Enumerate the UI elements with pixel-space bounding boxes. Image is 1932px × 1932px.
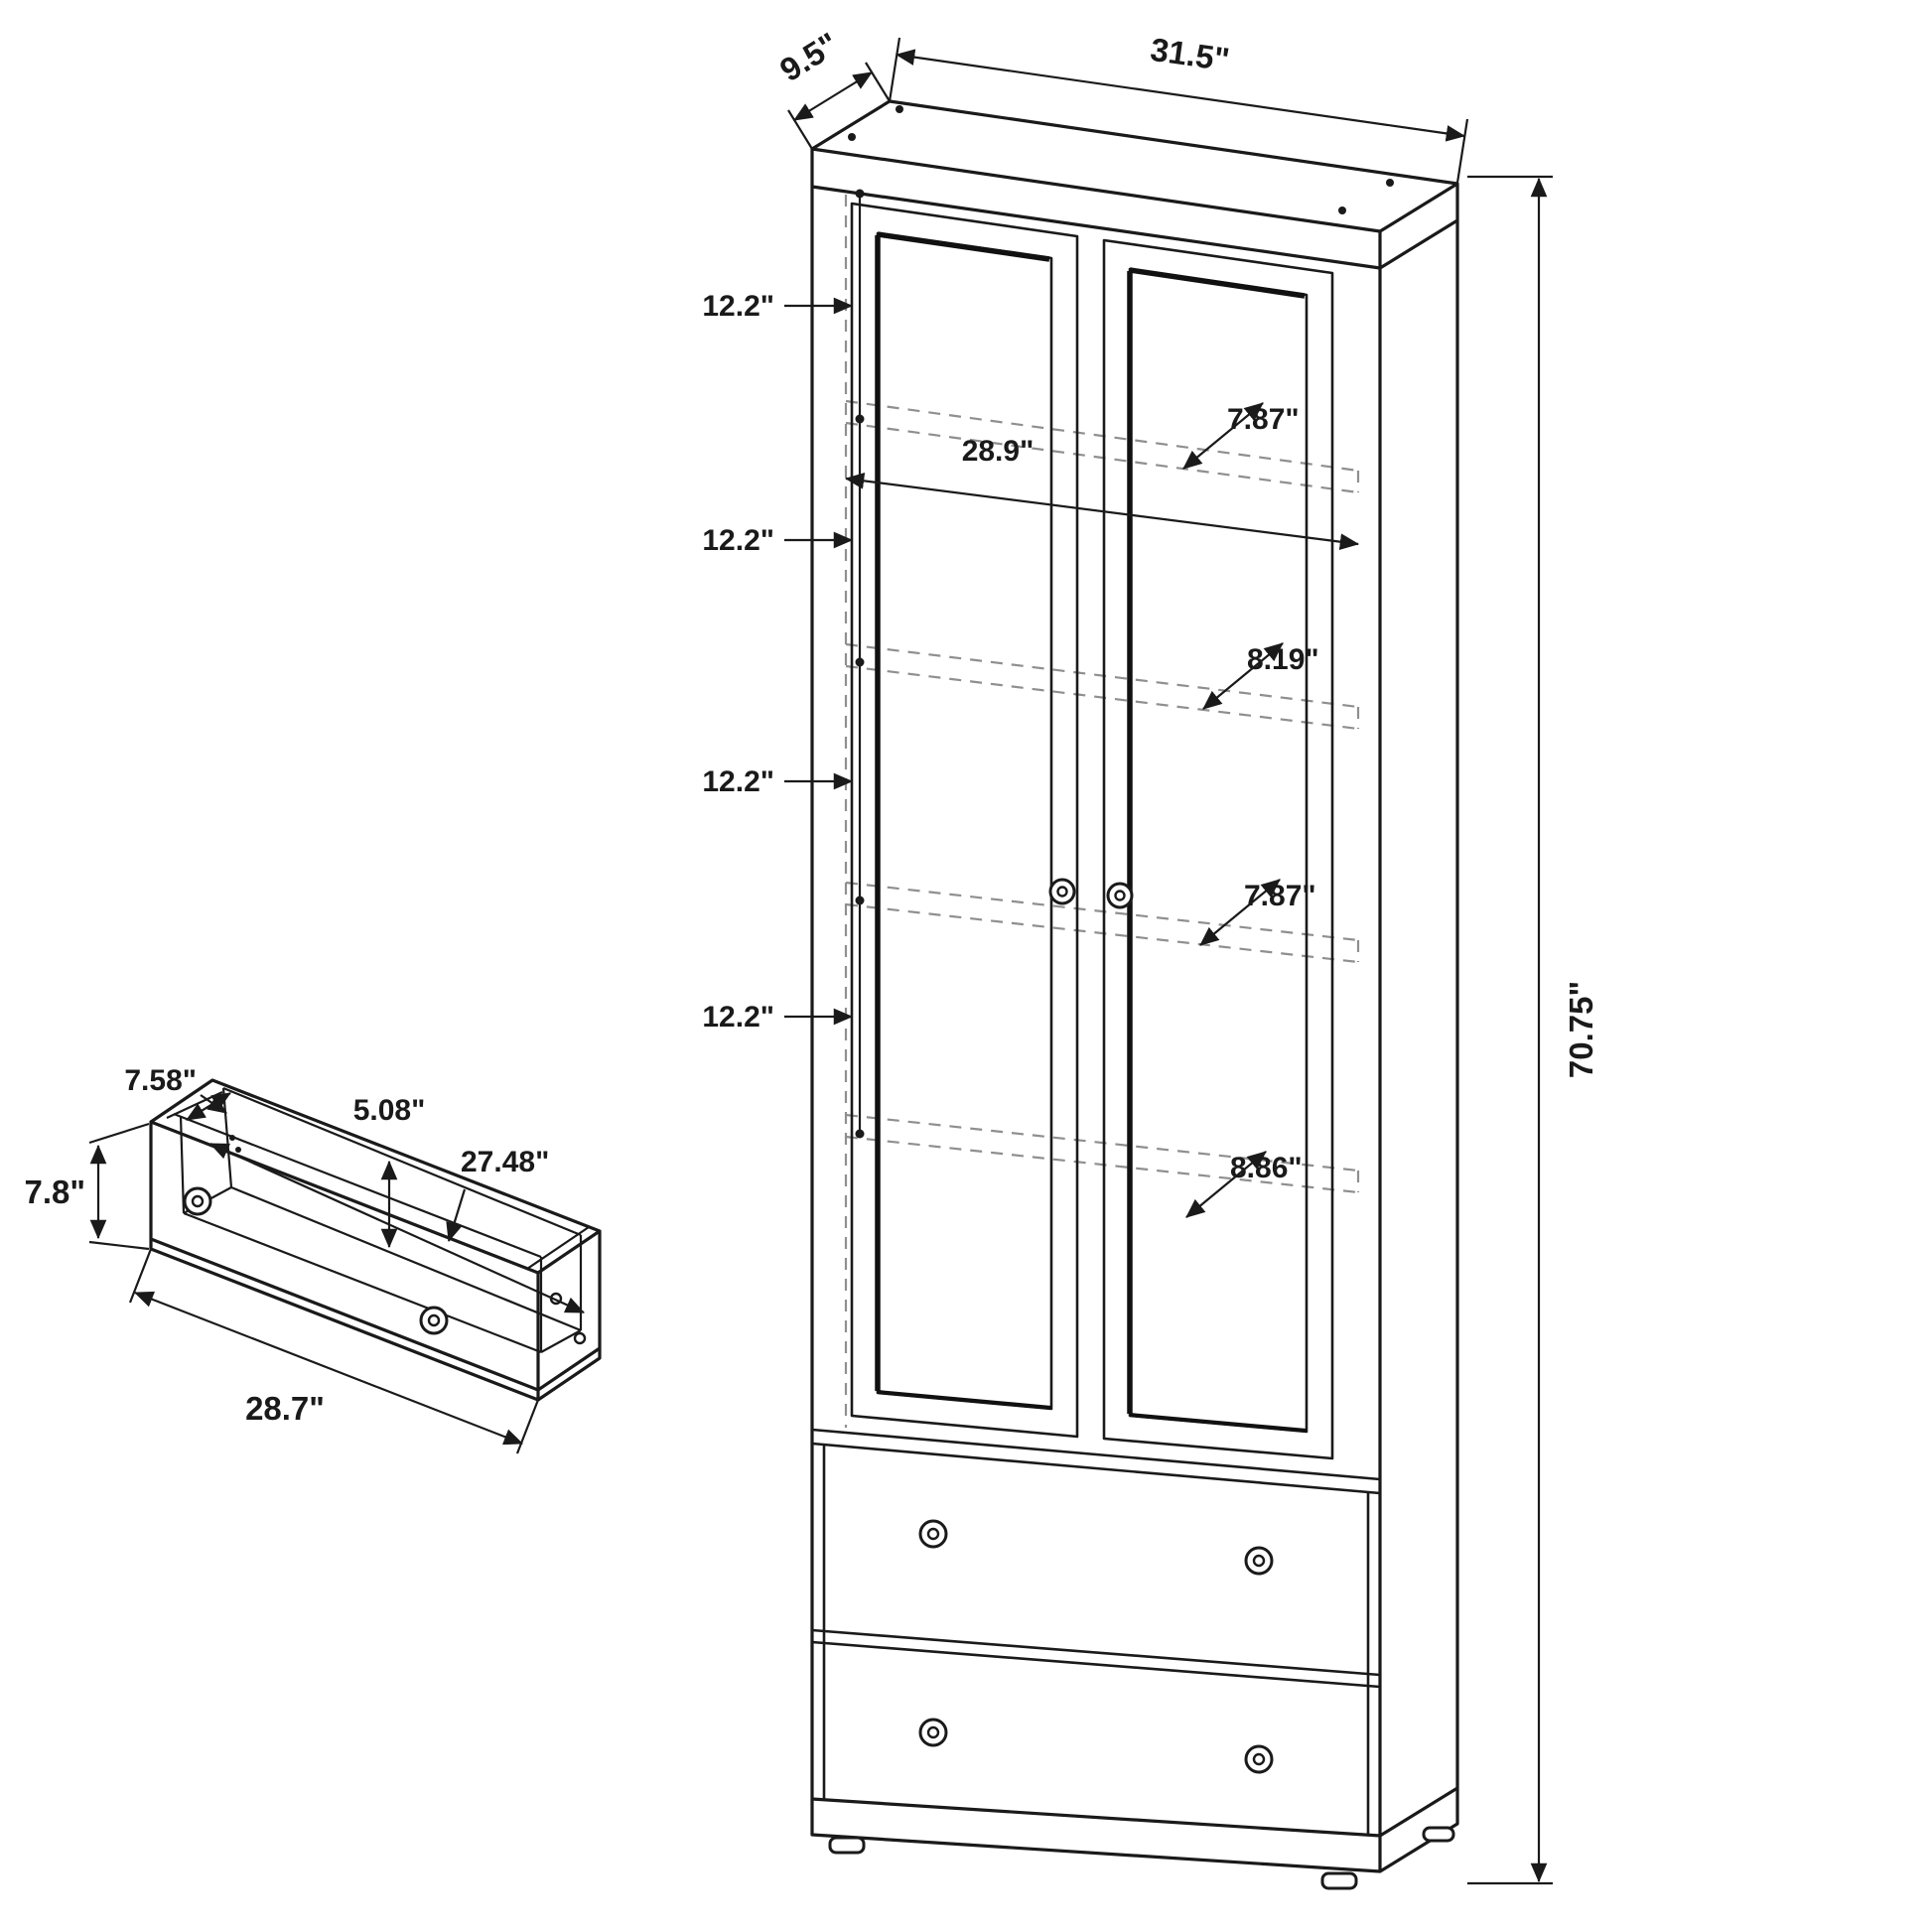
drawer-dimensions: 7.8" 28.7" 7.58" 5.08" 27.48" — [24, 1064, 586, 1454]
cabinet-top-panel — [810, 99, 1459, 270]
interior-width-dim-line — [844, 473, 1360, 550]
label-shelf-depth-3: 7.87" — [1244, 880, 1316, 912]
label-cabinet-height: 70.75" — [1563, 981, 1599, 1078]
glass-bottom-shadow — [877, 1390, 1308, 1433]
drawer-section-lines — [811, 1428, 1381, 1834]
spacing-dot — [855, 896, 865, 905]
label-cabinet-depth: 9.5" — [773, 25, 845, 88]
cabinet-view: 12.2" 12.2" 12.2" 12.2" 28.9" 7.87" 8.19… — [702, 25, 1599, 1890]
drawer-view: 7.8" 28.7" 7.58" 5.08" 27.48" — [24, 1064, 602, 1454]
label-drawer-inner-width: 7.58" — [124, 1064, 197, 1097]
shelf-depth-arrow-1 — [1182, 402, 1264, 470]
label-spacing-3: 12.2" — [702, 765, 774, 798]
label-drawer-front-height: 7.8" — [24, 1173, 85, 1210]
label-shelf-depth-1: 7.87" — [1227, 403, 1300, 436]
drawer-knob-left-center — [191, 1194, 205, 1208]
foot-front-left — [828, 1836, 866, 1855]
foot-front-right — [1320, 1871, 1358, 1890]
shelf-4-hidden — [845, 1113, 1360, 1194]
inner-width-arrow — [186, 1092, 231, 1121]
length-extensions — [128, 1248, 540, 1454]
left-glass-shadow — [875, 231, 1050, 1391]
cabinet-dimensions: 12.2" 12.2" 12.2" 12.2" 28.9" 7.87" 8.19… — [702, 25, 1599, 1885]
shelf-depth-arrow-4 — [1185, 1151, 1267, 1218]
upper-drawer-knob-left-center — [926, 1527, 940, 1541]
depth-dim-line — [793, 71, 873, 121]
upper-drawer-knob-right-center — [1252, 1554, 1266, 1568]
shelf-depth-arrow-2 — [1202, 642, 1284, 710]
label-spacing-4: 12.2" — [702, 1001, 774, 1034]
inner-length-arrow — [208, 1142, 586, 1314]
side-pilot-dot — [235, 1147, 241, 1153]
top-screw-holes — [848, 105, 1394, 214]
label-drawer-inner-height: 5.08" — [353, 1094, 426, 1127]
hidden-shelf-lines — [844, 195, 1360, 1428]
right-door-frame — [1102, 238, 1334, 1460]
foot-back-right — [1422, 1826, 1455, 1843]
label-spacing-2: 12.2" — [702, 524, 774, 557]
screw-dot — [896, 105, 903, 113]
spacing-dot — [855, 414, 865, 424]
right-door-knob-center — [1114, 890, 1126, 901]
label-interior-width: 28.9" — [962, 435, 1035, 468]
screw-dot — [1386, 179, 1394, 187]
inner-length-leader — [446, 1188, 467, 1243]
cabinet-feet — [828, 1826, 1455, 1890]
spacing-dot — [855, 657, 865, 667]
end-screw-hole — [573, 1331, 587, 1345]
label-shelf-depth-4: 8.86" — [1230, 1152, 1303, 1184]
left-door-knob-center — [1056, 886, 1068, 897]
drawer-outline — [149, 1078, 602, 1402]
shelf-depth-arrow-3 — [1199, 879, 1281, 946]
lower-drawer-knob-left-center — [926, 1725, 940, 1739]
label-drawer-length: 28.7" — [245, 1390, 325, 1427]
cabinet-body-outline — [810, 187, 1459, 1873]
right-glass-shadow — [1127, 267, 1306, 1414]
spacing-dot — [855, 1129, 865, 1139]
shelf-3-hidden — [845, 881, 1360, 964]
spacing-dot — [855, 189, 865, 199]
shelf-2-hidden — [845, 642, 1360, 731]
screw-dot — [848, 133, 856, 141]
length-dim-line — [133, 1291, 524, 1446]
left-door-frame — [850, 202, 1079, 1439]
label-shelf-depth-2: 8.19" — [1247, 643, 1319, 676]
side-pilot-dot — [229, 1135, 235, 1141]
height-extension-lines — [1467, 175, 1553, 1885]
lower-drawer-knob-right-center — [1252, 1752, 1266, 1766]
width-dim-line — [895, 49, 1466, 142]
left-door-glass — [876, 231, 1053, 1411]
width-extension-lines — [888, 37, 1469, 184]
glass-doors — [850, 202, 1334, 1460]
drawer-knob-right-center — [427, 1313, 441, 1327]
depth-extension-lines — [787, 62, 891, 150]
front-height-extensions — [88, 1122, 150, 1251]
cabinet-drawer-section — [811, 1428, 1381, 1834]
screw-dot — [1338, 207, 1346, 214]
label-spacing-1: 12.2" — [702, 290, 774, 323]
label-drawer-inner-length: 27.48" — [461, 1146, 549, 1178]
label-cabinet-width: 31.5" — [1148, 31, 1231, 78]
